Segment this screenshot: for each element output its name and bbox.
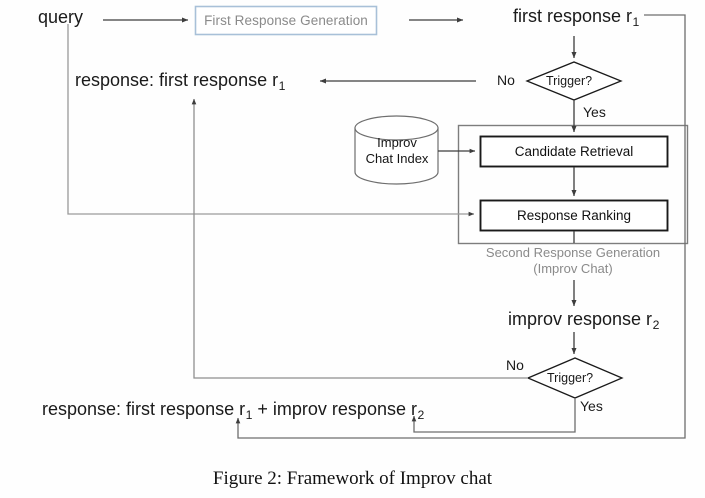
group-label-line1: Second Response Generation (485, 245, 661, 260)
trigger-decision-1-diamond (525, 61, 623, 101)
edge-query-to-ranking (67, 24, 475, 217)
improv-chat-index-cylinder (354, 115, 439, 185)
branch-label-yes-2: Yes (580, 398, 603, 414)
decision-label-trigger-1: Trigger? (546, 74, 593, 88)
index-label-line1: Improv (377, 134, 417, 150)
response-first-text: response: first response r (75, 70, 279, 90)
branch-label-yes-1: Yes (583, 104, 606, 120)
trigger-decision-2-diamond (526, 357, 624, 399)
branch-label-no-2: No (506, 357, 524, 373)
node-label-query: query (38, 7, 84, 27)
first-response-subscript: 1 (632, 15, 640, 29)
edge-trigger2-yes-to-combined-b (411, 398, 576, 433)
group-label-line2: (Improv Chat) (533, 261, 613, 277)
first-response-text: first response r (513, 6, 633, 26)
node-label-first-response-generation: First Response Generation (204, 13, 368, 28)
response-combined-subscript-2: 2 (417, 408, 425, 422)
response-ranking-box (479, 199, 669, 232)
figure-caption: Figure 2: Framework of Improv chat (212, 468, 493, 489)
first-response-generation-box (194, 5, 378, 36)
node-label-improv-response: improv response r2 (508, 309, 659, 331)
second-response-generation-group-box (457, 124, 689, 245)
response-combined-part-a: response: first response r (42, 399, 246, 419)
index-label-line2: Chat Index (365, 151, 429, 166)
node-label-response-ranking: Response Ranking (516, 208, 632, 223)
node-label-response-combined: response: first response r1 + improv res… (42, 399, 424, 421)
branch-label-no-1: No (497, 72, 515, 88)
response-combined-subscript-1: 1 (245, 408, 253, 422)
response-combined-part-b: + improv response r (252, 399, 417, 419)
edge-trigger2-no-to-response-first (191, 98, 528, 379)
decision-label-trigger-2: Trigger? (547, 371, 594, 385)
node-label-improv-chat-index: Improv Chat Index (355, 128, 439, 174)
node-label-response-first-only: response: first response r1 (75, 70, 285, 92)
node-label-candidate-retrieval: Candidate Retrieval (514, 144, 634, 159)
group-label-second-response-generation: Second Response Generation (Improv Chat) (458, 245, 688, 278)
node-label-first-response: first response r1 (513, 6, 639, 28)
response-first-subscript: 1 (278, 79, 286, 93)
improv-response-text: improv response r (508, 309, 653, 329)
edge-outer-loop-to-combined-a (235, 14, 686, 439)
candidate-retrieval-box (479, 135, 669, 168)
improv-response-subscript: 2 (652, 318, 660, 332)
